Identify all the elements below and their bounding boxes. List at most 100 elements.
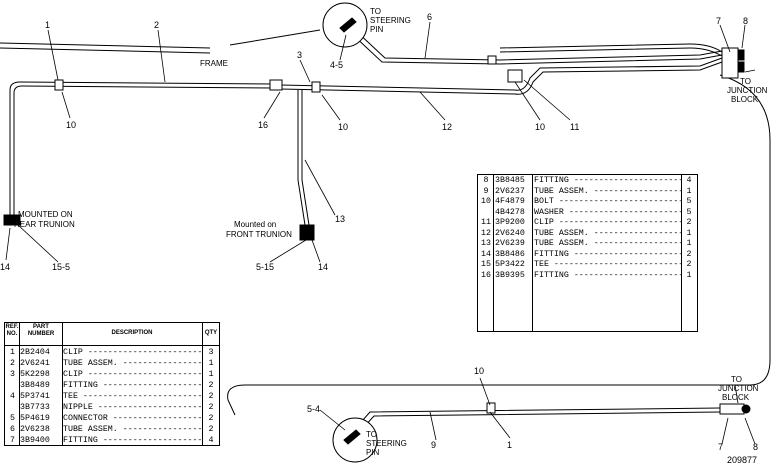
junction-top-line-1: TO <box>740 77 751 86</box>
row-description: FITTING --------------------------------… <box>63 436 201 445</box>
tube-2-inner <box>13 85 276 215</box>
header-ref: REF. NO. <box>5 324 19 337</box>
clip-11 <box>507 69 523 83</box>
row-part-number: 3B8486 <box>495 249 525 259</box>
callout-8-b: 8 <box>753 442 758 452</box>
steering-top-line-1: TO <box>370 7 381 16</box>
header-qty: QTY <box>204 330 218 336</box>
row-part-number: 2V6237 <box>495 186 525 196</box>
row-ref: 1 <box>10 348 15 357</box>
row-description: NIPPLE ---------------------------------… <box>63 403 201 412</box>
clip-3 <box>311 81 321 93</box>
row-qty: 4 <box>686 176 692 185</box>
row-part-number: 3B7733 <box>20 403 50 412</box>
row-qty: 1 <box>208 359 214 368</box>
row-ref: 7 <box>10 436 15 445</box>
row-ref: 13 <box>481 239 491 248</box>
table-header: REF. NO. PART NUMBER DESCRIPTION QTY <box>5 323 219 346</box>
steering-top-line-3: PIN <box>370 25 384 34</box>
row-ref: 6 <box>10 425 15 434</box>
row-part-number: 3P9200 <box>495 218 525 227</box>
table-row: 12 2V6240 TUBE ASSEM. --------------------… <box>478 229 697 240</box>
row-part-number: 2V6238 <box>20 425 50 434</box>
row-part-number: 3B8489 <box>20 381 50 390</box>
callout-9: 9 <box>431 440 436 450</box>
row-ref: 10 <box>481 197 491 206</box>
tube-13 <box>297 90 306 226</box>
row-description: TUBE ASSEM. ----------------------------… <box>534 228 684 238</box>
callout-10-d: 10 <box>474 366 484 376</box>
tube-12 <box>279 57 723 91</box>
junction-fittings-top <box>721 47 739 79</box>
tube-6-inner <box>351 33 723 65</box>
callout-5-15: 5-15 <box>256 262 274 272</box>
row-part-number: 2B2404 <box>20 348 50 357</box>
row-part-number: 2V6240 <box>495 228 525 238</box>
steering-bottom-line-1: TO <box>366 430 377 439</box>
front-trunion-line-1: Mounted on <box>234 220 276 229</box>
row-part-number: 3B9395 <box>495 270 525 280</box>
tube-13-inner <box>301 90 310 226</box>
steering-bottom-line-3: PIN <box>366 448 380 457</box>
callout-10-b: 10 <box>338 122 348 132</box>
callout-3: 3 <box>297 50 302 60</box>
row-ref: 11 <box>481 218 491 227</box>
row-ref: 12 <box>481 228 491 238</box>
row-ref: 9 <box>483 186 489 196</box>
row-description: TUBE ASSEM. ----------------------------… <box>63 359 201 368</box>
junction-bottom-line-2: JUNCTION <box>718 384 759 393</box>
row-qty: 2 <box>208 403 214 412</box>
row-part-number: 4F4879 <box>495 197 525 206</box>
row-description: FITTING --------------------------------… <box>534 270 684 280</box>
table-row: 3B7733 NIPPLE ---------------------------… <box>5 402 219 413</box>
callout-15-5: 15-5 <box>52 262 70 272</box>
parts-table-left: REF. NO. PART NUMBER DESCRIPTION QTY 1 2B… <box>4 322 220 446</box>
row-ref: 15 <box>481 260 491 269</box>
tee-front <box>299 224 315 241</box>
row-part-number: 2V6239 <box>495 239 525 248</box>
front-trunion-line-2: FRONT TRUNION <box>226 230 292 239</box>
table-row: 16 3B9395 FITTING ------------------------… <box>478 271 697 282</box>
row-part-number: 5P3741 <box>20 392 50 401</box>
callout-7-b: 7 <box>718 442 723 452</box>
callout-2: 2 <box>154 20 159 30</box>
frame-outline <box>227 74 771 416</box>
row-qty: 2 <box>686 218 692 227</box>
row-ref: 16 <box>481 270 491 280</box>
header-part: PART NUMBER <box>27 324 55 337</box>
junction-top-line-3: BLOCK <box>731 95 759 104</box>
row-description: TEE ------------------------------------… <box>534 260 684 269</box>
steering-fitting-bottom <box>343 429 361 445</box>
callout-16: 16 <box>258 120 268 130</box>
junction-fitting-bottom <box>719 403 745 415</box>
callout-1-b: 1 <box>507 440 512 450</box>
row-qty: 2 <box>208 414 214 423</box>
leader-lines <box>5 21 756 445</box>
tee-rear <box>3 214 21 226</box>
tube-12-inner <box>279 61 723 95</box>
row-qty: 4 <box>208 436 214 445</box>
row-qty: 2 <box>208 381 214 390</box>
row-ref: 14 <box>481 249 491 259</box>
clip-1 <box>54 79 64 91</box>
row-description: FITTING --------------------------------… <box>534 176 684 185</box>
row-ref: 3 <box>10 370 15 379</box>
tube-outer-top-2 <box>499 47 723 57</box>
row-part-number: 3B8485 <box>495 176 525 185</box>
callout-6: 6 <box>427 12 432 22</box>
figure-number: 209877 <box>727 455 758 465</box>
row-part-number: 5K2298 <box>20 370 50 379</box>
row-part-number: 5P4619 <box>20 414 50 423</box>
callout-14-b: 14 <box>318 262 328 272</box>
